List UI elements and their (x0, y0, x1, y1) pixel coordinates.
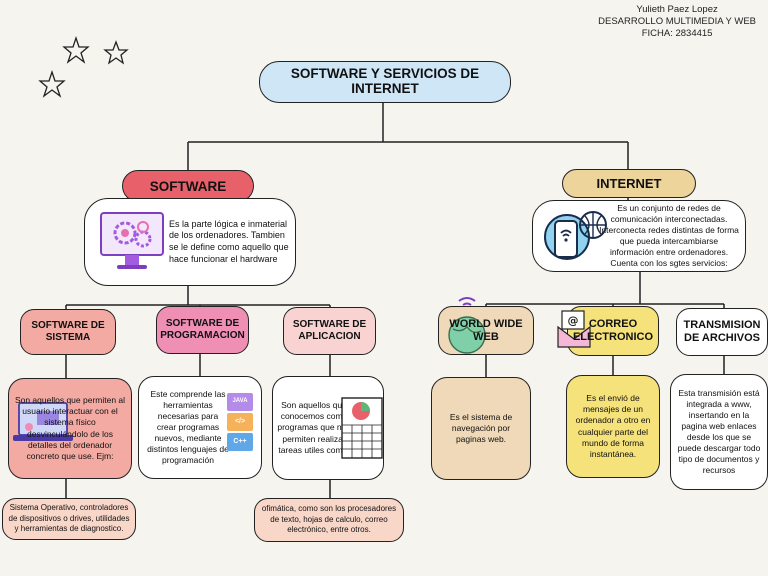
file-transfer-description: Esta transmisión está integrada a www, i… (677, 387, 761, 476)
application-software-description-box: Son aquellos que conocemos como programa… (272, 376, 384, 480)
application-software-example: ofimática, como son los procesadores de … (261, 504, 397, 535)
application-software-title-box: SOFTWARE DE APLICACION (283, 307, 376, 355)
system-software-example-box: Sistema Operativo, controladores de disp… (2, 498, 136, 540)
www-description: Es el sistema de navegación por paginas … (449, 411, 513, 445)
internet-description-box: Es un conjunto de redes de comunicación … (532, 200, 746, 272)
programming-software-title: SOFTWARE DE PROGRAMACION (160, 318, 245, 341)
system-software-title-box: SOFTWARE DE SISTEMA (20, 309, 116, 355)
programming-software-title-box: SOFTWARE DE PROGRAMACION (156, 306, 249, 354)
internet-description: Es un conjunto de redes de comunicación … (599, 202, 739, 269)
author-header: Yulieth Paez Lopez DESARROLLO MULTIMEDIA… (598, 4, 756, 40)
code-tag-icon: </> (227, 413, 253, 431)
email-title-box: @ CORREO ELECTRONICO (557, 306, 659, 356)
system-software-example: Sistema Operativo, controladores de disp… (8, 503, 130, 534)
java-icon: JAVA (227, 393, 253, 411)
application-software-title: SOFTWARE DE APLICACION (292, 319, 367, 342)
star-icon (62, 35, 90, 64)
root-title-box: SOFTWARE Y SERVICIOS DE INTERNET (259, 61, 511, 103)
file-transfer-title-box: TRANSMISION DE ARCHIVOS (676, 308, 768, 356)
file-transfer-title: TRANSMISION DE ARCHIVOS (683, 319, 761, 344)
file-transfer-description-box: Esta transmisión está integrada a www, i… (670, 374, 768, 490)
author-name: Yulieth Paez Lopez (636, 4, 718, 15)
internet-phone-icon (544, 211, 607, 260)
star-icon (103, 40, 129, 65)
email-icon: @ (557, 310, 591, 348)
internet-title: INTERNET (596, 176, 662, 191)
system-software-title: SOFTWARE DE SISTEMA (31, 320, 105, 343)
star-icon (38, 69, 66, 98)
email-title: CORREO ELECTRONICO (572, 318, 654, 343)
www-title-box: WORLD WIDE WEB (438, 297, 534, 355)
ficha-number: FICHA: 2834415 (641, 27, 713, 39)
programming-software-description-box: Este comprende las herramientas necesari… (138, 376, 262, 479)
svg-text:@: @ (568, 314, 579, 327)
software-title: SOFTWARE (149, 178, 227, 194)
star-icons (38, 35, 129, 98)
spreadsheet-icon (341, 397, 383, 459)
application-software-example-box: ofimática, como son los procesadores de … (254, 498, 404, 542)
software-description: Es la parte lógica e inmaterial de los o… (169, 218, 289, 264)
email-description: Es el envió de mensajes de un ordenador … (575, 393, 651, 459)
internet-title-box: INTERNET (562, 169, 696, 198)
application-software-description: Son aquellos que conocemos como programa… (277, 400, 351, 455)
software-description-box: Es la parte lógica e inmaterial de los o… (84, 198, 296, 286)
www-description-box: Es el sistema de navegación por paginas … (431, 377, 531, 480)
system-software-description-box: Son aquellos que permiten al usuario int… (8, 378, 132, 479)
computer-gears-icon (100, 212, 164, 269)
system-software-description: Son aquellos que permiten al usuario int… (14, 395, 126, 461)
software-title-box: SOFTWARE (122, 170, 254, 202)
programming-software-description: Este comprende las herramientas necesari… (147, 388, 229, 466)
code-icons: JAVA </> C++ (227, 393, 257, 455)
course-name: DESARROLLO MULTIMEDIA Y WEB (598, 15, 756, 27)
laptop-icon (13, 402, 73, 441)
www-title: WORLD WIDE WEB (449, 318, 523, 343)
email-description-box: Es el envió de mensajes de un ordenador … (566, 375, 660, 478)
cplusplus-icon: C++ (227, 433, 253, 451)
globe-icon (448, 297, 486, 354)
root-title: SOFTWARE Y SERVICIOS DE INTERNET (290, 66, 480, 96)
